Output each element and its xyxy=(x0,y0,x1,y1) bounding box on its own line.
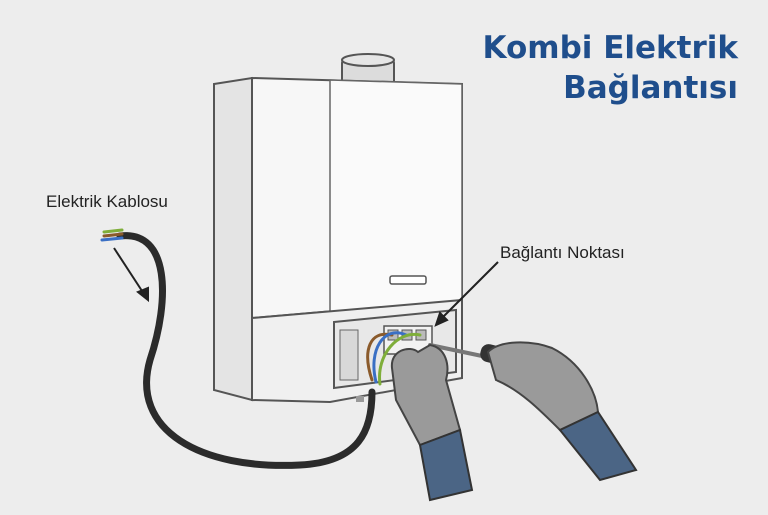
title-line-2: Bağlantısı xyxy=(563,70,738,106)
flue-pipe xyxy=(341,53,395,87)
callout-arrows xyxy=(113,247,499,327)
inner-wires xyxy=(366,331,422,386)
page-title: Kombi Elektrik Bağlantısı xyxy=(438,28,738,108)
gloved-hands xyxy=(390,341,638,502)
power-cable xyxy=(100,228,376,469)
title-line-1: Kombi Elektrik xyxy=(482,30,738,66)
display-slot xyxy=(389,275,427,285)
label-connection-point: Bağlantı Noktası xyxy=(500,243,625,262)
label-electric-cable: Elektrik Kablosu xyxy=(46,192,168,211)
